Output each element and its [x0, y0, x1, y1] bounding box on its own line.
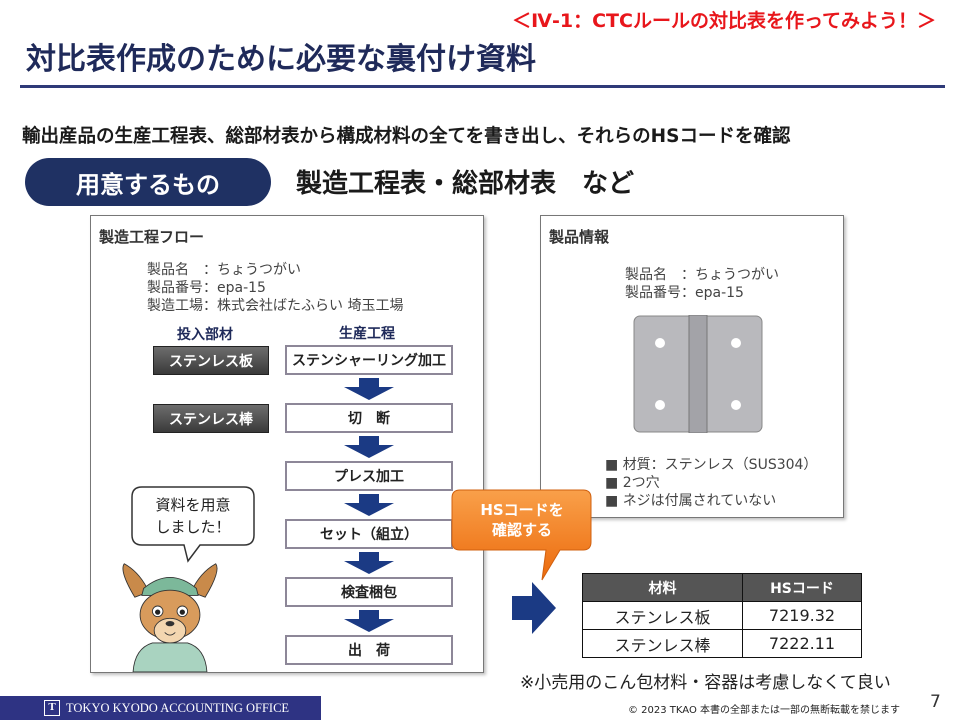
input-material: ステンレス板: [153, 346, 269, 375]
product-bullet: ■ 2つ穴: [605, 475, 660, 491]
right-arrow-icon: [512, 582, 556, 634]
down-arrow-icon: [344, 378, 394, 400]
prepare-pill: 用意するもの: [25, 158, 271, 206]
product-bullet: ■ ネジは付属されていない: [605, 493, 777, 509]
section-label: ＜Ⅳ-1：CTCルールの対比表を作ってみよう！＞: [512, 10, 936, 32]
callout-text: HSコードを 確認する: [480, 501, 564, 539]
process-step: 出 荷: [285, 635, 453, 665]
prepare-items: 製造工程表・総部材表 など: [296, 169, 635, 199]
product-info-name: 製品名 ：ちょうつがい: [625, 267, 779, 283]
flow-info-factory: 製造工場：株式会社ばたふらい 埼玉工場: [147, 298, 404, 314]
product-info-number: 製品番号：epa-15: [625, 285, 744, 301]
input-material: ステンレス棒: [153, 404, 269, 433]
copyright: © 2023 TKAO 本書の全部または一部の無断転載を禁じます: [628, 705, 901, 716]
process-step: ステンシャーリング加工: [285, 345, 453, 375]
speech-bubble: [131, 486, 255, 563]
product-info-panel: 製品情報 製品名 ：ちょうつがい製品番号：epa-15 ■ 材質：ステンレス（S…: [540, 215, 844, 518]
process-step: 検査梱包: [285, 577, 453, 607]
process-step: 切 断: [285, 403, 453, 433]
speech-text: 資料を用意 しました！: [155, 496, 231, 536]
input-header: 投入部材: [177, 327, 233, 343]
hs-callout: [451, 489, 592, 581]
material-cell: ステンレス棒: [582, 629, 743, 658]
company-name: TOKYO KYODO ACCOUNTING OFFICE: [66, 700, 290, 715]
lead-text: 輸出産品の生産工程表、総部材表から構成材料の全てを書き出し、それらのHSコードを…: [22, 126, 791, 147]
hs-code-cell: 7219.32: [742, 601, 862, 630]
down-arrow-icon: [344, 494, 394, 516]
page-title: 対比表作成のために必要な裏付け資料: [26, 42, 536, 77]
hs-code-cell: 7222.11: [742, 629, 862, 658]
product-title: 製品情報: [549, 228, 610, 246]
note-text: ※小売用のこん包材料・容器は考慮しなくて良い: [520, 673, 891, 693]
table-header: 材料: [582, 573, 743, 602]
flow-info-number: 製品番号：epa-15: [147, 280, 266, 296]
table-header: HSコード: [742, 573, 862, 602]
down-arrow-icon: [344, 552, 394, 574]
down-arrow-icon: [344, 610, 394, 632]
flow-info-name: 製品名 ：ちょうつがい: [147, 262, 301, 278]
kangaroo-character-illustration: [122, 563, 218, 672]
title-divider: [20, 85, 945, 88]
page-number: 7: [930, 692, 941, 712]
logo-icon: T: [44, 700, 60, 716]
process-step: プレス加工: [285, 461, 453, 491]
hinge-image: [633, 315, 763, 433]
footer-logo-bar: T TOKYO KYODO ACCOUNTING OFFICE: [0, 696, 321, 720]
product-bullet: ■ 材質：ステンレス（SUS304）: [605, 457, 818, 473]
process-header: 生産工程: [339, 326, 395, 342]
flow-title: 製造工程フロー: [99, 228, 205, 246]
material-cell: ステンレス板: [582, 601, 743, 630]
process-step: セット（組立）: [285, 519, 453, 549]
down-arrow-icon: [344, 436, 394, 458]
